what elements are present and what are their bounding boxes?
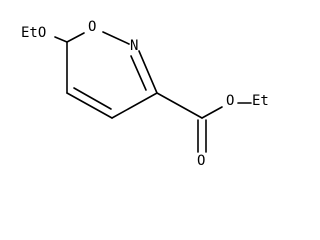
bond-c4-c5-double [73,87,112,110]
label-ring-nitrogen: N [130,38,138,54]
bond-c4-c5 [66,92,113,119]
label-ester-oxygen: O [226,93,234,109]
bond-c6-o [66,32,85,43]
bonds [54,31,252,153]
bond-n-c3-double [130,55,147,91]
bond-c3-carbonyl [156,92,203,119]
bond-c3-c4 [111,92,158,119]
structure-diagram: EtO O N O Et O [21,19,269,169]
bond-o-n [102,31,130,45]
bond-eto-c6 [54,36,68,43]
label-ring-oxygen: O [88,19,96,35]
bond-carbonyl-oester [201,106,223,119]
label-ethyl: Et [252,93,269,109]
label-carbonyl-oxygen: O [197,153,205,169]
bond-n-c3 [138,50,158,94]
label-eto: EtO [21,25,46,41]
atom-labels: EtO O N O Et O [21,19,269,169]
